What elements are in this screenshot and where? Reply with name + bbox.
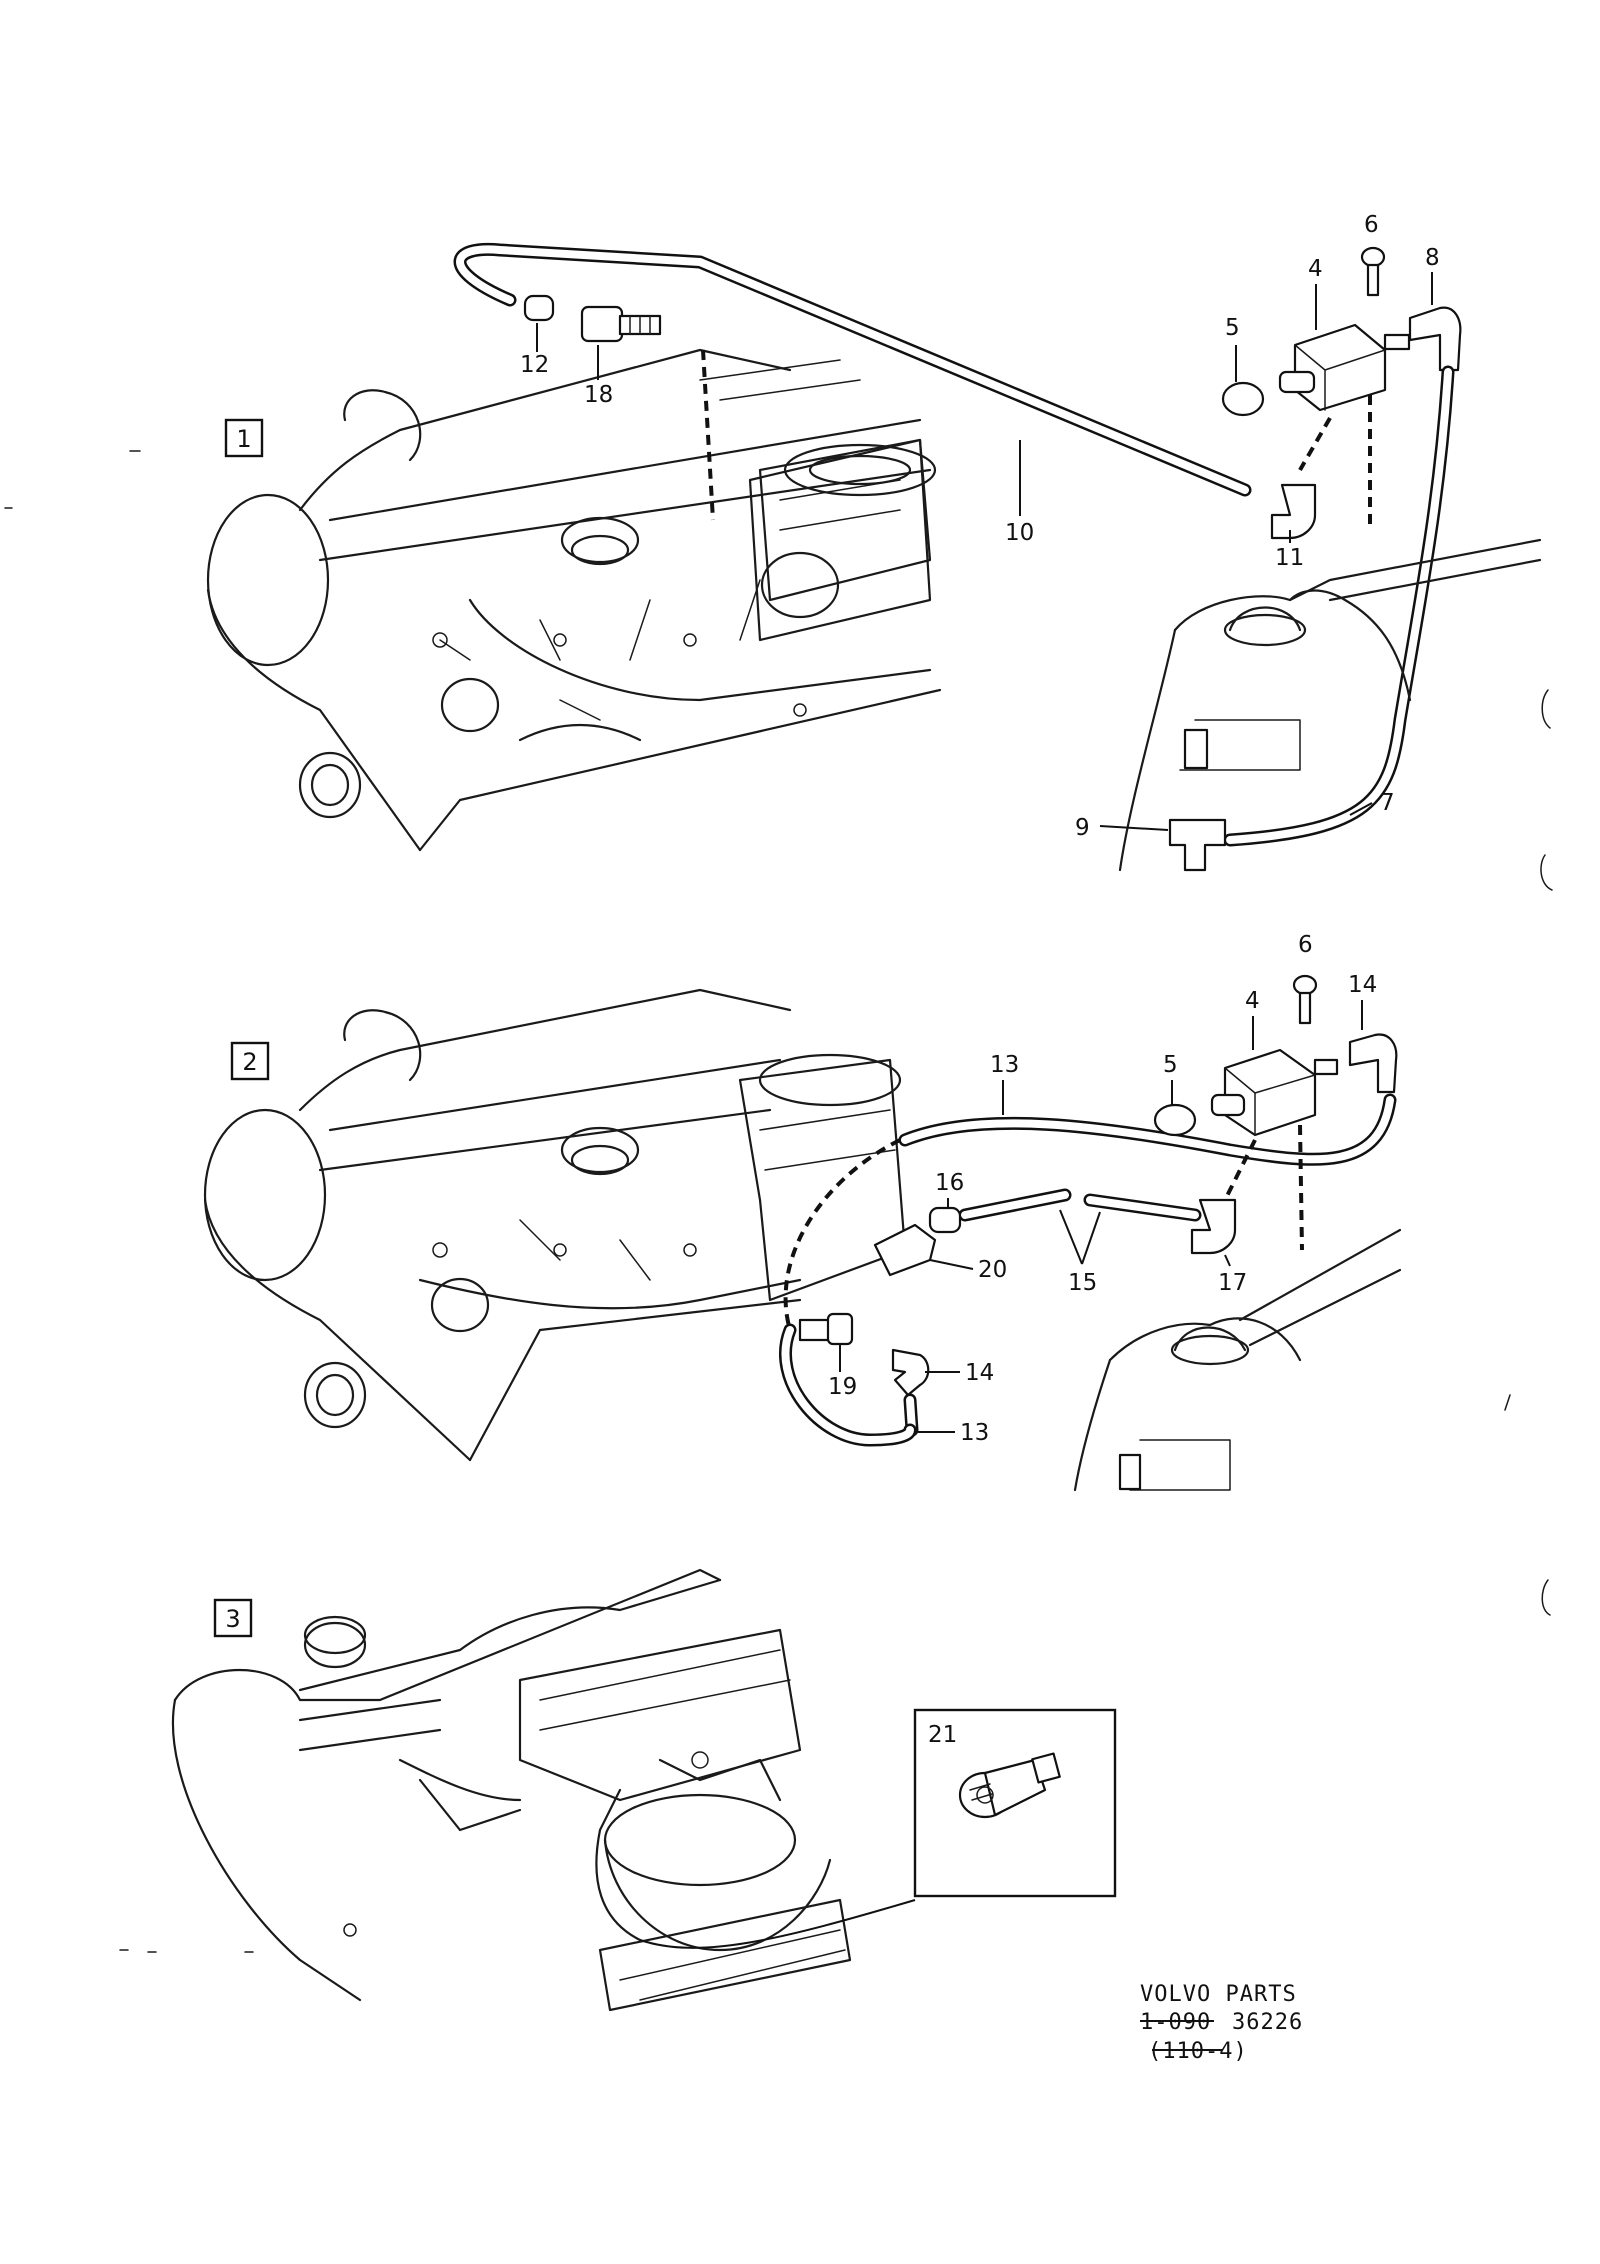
dash-4b — [1298, 1124, 1304, 1251]
dash-18 — [701, 349, 715, 521]
callout-13: 13 — [990, 1052, 1019, 1078]
callout-21: 21 — [928, 1722, 957, 1748]
dash-13 — [783, 1138, 901, 1331]
hose-7 — [1223, 365, 1455, 847]
part-16-sleeve — [928, 1206, 962, 1234]
hose-15 — [958, 1188, 1202, 1222]
callout-4: 4 — [1308, 256, 1323, 282]
wire-21 — [639, 1899, 916, 1949]
callouts-view-1: 12 18 10 11 4 5 6 8 7 9 — [520, 212, 1440, 841]
callout-20: 20 — [978, 1257, 1007, 1283]
callout-18: 18 — [584, 382, 613, 408]
view-1: 1 — [206, 212, 1542, 872]
part-6-screw-2 — [1292, 974, 1318, 1025]
bulkhead-1 — [1118, 538, 1542, 872]
bulkhead-2 — [1073, 1228, 1402, 1492]
carburettor-2 — [738, 1053, 937, 1302]
part-5-cap-2 — [1153, 1103, 1197, 1137]
callout-4-2: 4 — [1245, 988, 1260, 1014]
part-4-valve-2 — [1210, 1048, 1339, 1137]
callout-17: 17 — [1218, 1270, 1247, 1296]
part-14-elbow — [1348, 1033, 1398, 1094]
callout-11: 11 — [1275, 545, 1304, 571]
callout-14: 14 — [1348, 972, 1377, 998]
engine-block-3 — [171, 1568, 852, 2012]
part-20 — [873, 1223, 937, 1277]
part-14-lower-elbow — [891, 1348, 930, 1397]
part-21-switch — [958, 1752, 1061, 1819]
callout-5: 5 — [1225, 315, 1240, 341]
part-5-cap — [1221, 381, 1265, 417]
engine-block-2 — [203, 988, 802, 1462]
margin-marks — [4, 450, 1553, 1953]
engine-block-1 — [206, 348, 942, 852]
view-3: 3 21 — [171, 1568, 1117, 2012]
carburettor-1 — [758, 438, 932, 602]
callout-8: 8 — [1425, 245, 1440, 271]
callout-6-2: 6 — [1298, 932, 1313, 958]
view-3-label: 3 — [225, 1605, 240, 1633]
view-2-label: 2 — [242, 1048, 257, 1076]
callout-12: 12 — [520, 352, 549, 378]
view-1-label: 1 — [236, 425, 251, 453]
callout-9: 9 — [1075, 815, 1090, 841]
part-12-sleeve — [523, 294, 555, 322]
callout-14-2: 14 — [965, 1360, 994, 1386]
callout-16: 16 — [935, 1170, 964, 1196]
view-2: 2 — [203, 932, 1402, 1492]
part-17-elbow — [1190, 1198, 1237, 1255]
inset-21 — [913, 1708, 1117, 1898]
callout-19: 19 — [828, 1374, 857, 1400]
part-6-screw — [1360, 246, 1386, 297]
footer-ref-old: (110-4) — [1148, 2039, 1248, 2064]
footer-code-new: 36226 — [1232, 2010, 1303, 2035]
hose-13-upper — [898, 1093, 1397, 1166]
dash-11 — [1298, 417, 1332, 471]
footer-code-old: 1-090 — [1140, 2010, 1211, 2035]
view-3-box — [213, 1598, 253, 1638]
part-8-elbow — [1408, 306, 1462, 372]
callouts-view-2: 6 4 14 13 5 16 15 17 20 19 14 13 — [828, 932, 1377, 1446]
part-18-nipple — [580, 305, 662, 343]
dash-17 — [1223, 1139, 1257, 1201]
footer-block: VOLVO PARTS 1-090 36226 (110-4) — [1140, 1982, 1303, 2064]
view-1-box — [224, 418, 264, 458]
callout-15: 15 — [1068, 1270, 1097, 1296]
part-11-elbow — [1270, 483, 1317, 540]
view-2-box — [230, 1041, 270, 1081]
callout-13-2: 13 — [960, 1420, 989, 1446]
callout-10: 10 — [1005, 520, 1034, 546]
callout-5-2: 5 — [1163, 1052, 1178, 1078]
callout-6: 6 — [1364, 212, 1379, 238]
part-4-valve — [1278, 323, 1411, 412]
hose-13-lower — [779, 1323, 919, 1447]
part-9-tee — [1168, 818, 1227, 872]
callout-7: 7 — [1380, 790, 1395, 816]
part-19-nipple — [798, 1312, 854, 1346]
hose-10 — [453, 242, 1252, 497]
footer-title: VOLVO PARTS — [1140, 1982, 1297, 2007]
